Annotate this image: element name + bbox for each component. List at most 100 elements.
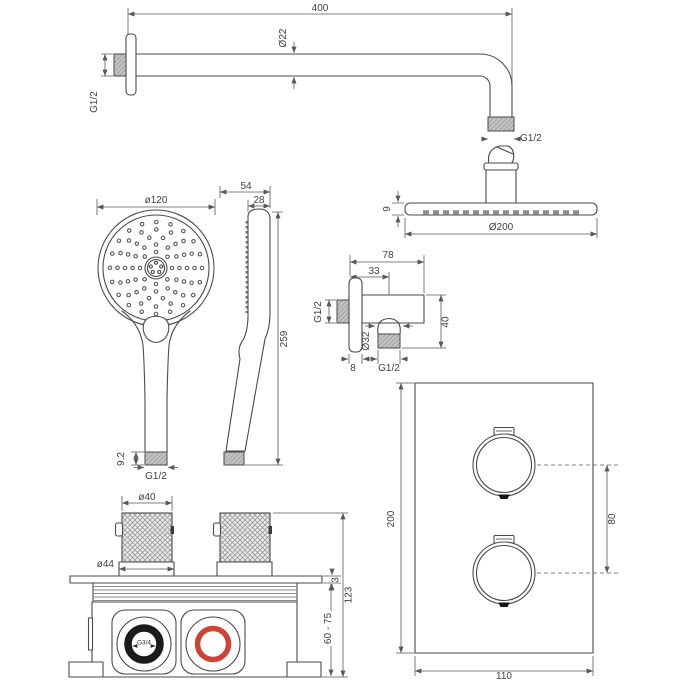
depth-label: 54	[240, 181, 252, 192]
left-foot	[68, 661, 104, 678]
ribbed-collar	[92, 582, 298, 603]
left-cartridge-tab	[114, 522, 124, 537]
length-label: 259	[279, 330, 290, 347]
hub-dot	[150, 269, 155, 275]
wall-outlet-view: 78 33 G1/2 40 Ø32 8 G1/2	[313, 250, 452, 374]
flange-width-label: 8	[350, 363, 356, 374]
right-foot	[286, 661, 322, 678]
nozzle-ring-3w	[123, 235, 189, 301]
arm-wall-thread-label: G1/2	[89, 91, 100, 113]
outlet-thread-extensions	[377, 350, 401, 364]
hand-shower-side-view: 54 28 259	[219, 181, 290, 466]
total-height-extensions	[273, 512, 348, 678]
side-handle-thread	[223, 451, 245, 466]
top-knob-inner	[475, 436, 533, 494]
ribbed-collar-lines	[93, 586, 297, 601]
left-port-black-ring	[124, 624, 164, 664]
plate-height-extensions	[396, 382, 414, 654]
nozzle-ring-4w	[116, 228, 196, 308]
face-diameter-label: ø120	[145, 195, 168, 206]
bottom-knob-notch	[498, 602, 510, 607]
handle-right-edge	[166, 310, 191, 453]
head-diameter-label: Ø200	[489, 222, 514, 233]
right-port-red-ring	[194, 625, 232, 663]
plate-width-label: 110	[496, 671, 512, 682]
left-port-circle	[116, 616, 172, 672]
top-knob-outer	[472, 433, 536, 497]
nozzle-ring-2w	[131, 243, 181, 293]
total-height-label: 123	[344, 586, 355, 603]
ball-joint-cut-line	[496, 146, 514, 155]
mounting-plate	[69, 575, 323, 584]
spray-mode-button	[142, 315, 170, 344]
handle-left-edge	[121, 310, 146, 453]
arm-tube-outer-edge	[135, 53, 513, 118]
cover-plate	[414, 382, 594, 654]
hub-dot	[159, 264, 164, 269]
hub-dot	[153, 260, 159, 265]
outlet-bottom-thread	[377, 333, 401, 349]
rain-head-neck	[485, 169, 517, 204]
right-port-boss	[180, 609, 246, 675]
side-profile-right	[244, 208, 271, 452]
nozzle-ring-5w	[108, 220, 204, 316]
outlet-width-label: 78	[382, 250, 394, 261]
right-cartridge-knurled	[219, 512, 271, 563]
outlet-height-label: 40	[441, 316, 452, 328]
outlet-dome	[377, 317, 401, 335]
housing-left-lug	[87, 617, 94, 651]
right-cartridge-tick	[268, 526, 272, 534]
arm-tube-inner-edge	[135, 75, 491, 118]
right-cartridge-tab	[212, 522, 222, 537]
right-cartridge-base	[216, 561, 273, 577]
arm-wall-thread-nipple	[113, 53, 127, 77]
base-diameter-label: ø44	[97, 559, 115, 570]
head-thickness-extensions	[392, 202, 404, 216]
bottom-knob-inner	[475, 544, 533, 602]
inlet-thread-label: G3/4	[137, 640, 151, 647]
left-port-boss	[111, 609, 177, 675]
plate-thickness-extensions	[323, 575, 341, 584]
outlet-thread-label: G1/2	[378, 363, 400, 374]
plate-thickness-label: 3	[331, 577, 342, 583]
top-knob-notch	[498, 494, 510, 499]
outlet-width-extensions	[349, 255, 425, 293]
outlet-body	[361, 294, 425, 324]
outlet-flange	[348, 277, 363, 353]
left-cartridge-tick	[170, 526, 174, 534]
outlet-diameter-label: Ø32	[361, 331, 372, 350]
head-thickness-label: 9	[382, 206, 393, 212]
install-depth-label: 60 - 75	[323, 612, 334, 644]
hub-dot	[148, 264, 153, 269]
mixer-body-view: ø40 ø44 G3/4 3 123	[68, 492, 355, 678]
length-extensions	[245, 211, 283, 466]
center-hub-outer	[144, 256, 168, 280]
shower-arm-view: 400 G1/2 Ø22 G1/2 9 Ø200	[89, 3, 598, 238]
arm-wall-flange	[125, 33, 137, 96]
outlet-wall-thread-label: G1/2	[313, 301, 324, 323]
side-profile-left	[225, 215, 249, 452]
head-width-label: 28	[253, 195, 265, 206]
outlet-offset-label: 33	[368, 266, 380, 277]
ball-joint-collar	[483, 162, 519, 171]
flange-width-extensions	[348, 354, 363, 364]
arm-diameter-label: Ø22	[278, 28, 289, 47]
center-hub-inner	[146, 258, 166, 278]
cover-plate-view: 200 110 80	[386, 382, 619, 682]
handle-spacing-label: 80	[607, 513, 618, 525]
left-cartridge-knurled	[121, 512, 173, 563]
bottom-knob-outer	[472, 541, 536, 605]
arm-head-thread	[487, 116, 515, 132]
arm-length-label: 400	[312, 3, 329, 14]
arm-wall-thread-extensions	[101, 53, 113, 77]
handle-thread-label: G1/2	[145, 471, 167, 482]
arm-length-extension-lines	[127, 8, 513, 112]
head-thread-label: G1/2	[520, 133, 542, 144]
nut-height-extensions	[131, 451, 144, 466]
hand-shower-front-view: ø120 9.2 G1/2	[96, 195, 216, 482]
nozzle-ring-1w	[138, 250, 174, 286]
handle-diameter-label: ø40	[138, 492, 156, 503]
nut-height-label: 9.2	[116, 452, 127, 466]
